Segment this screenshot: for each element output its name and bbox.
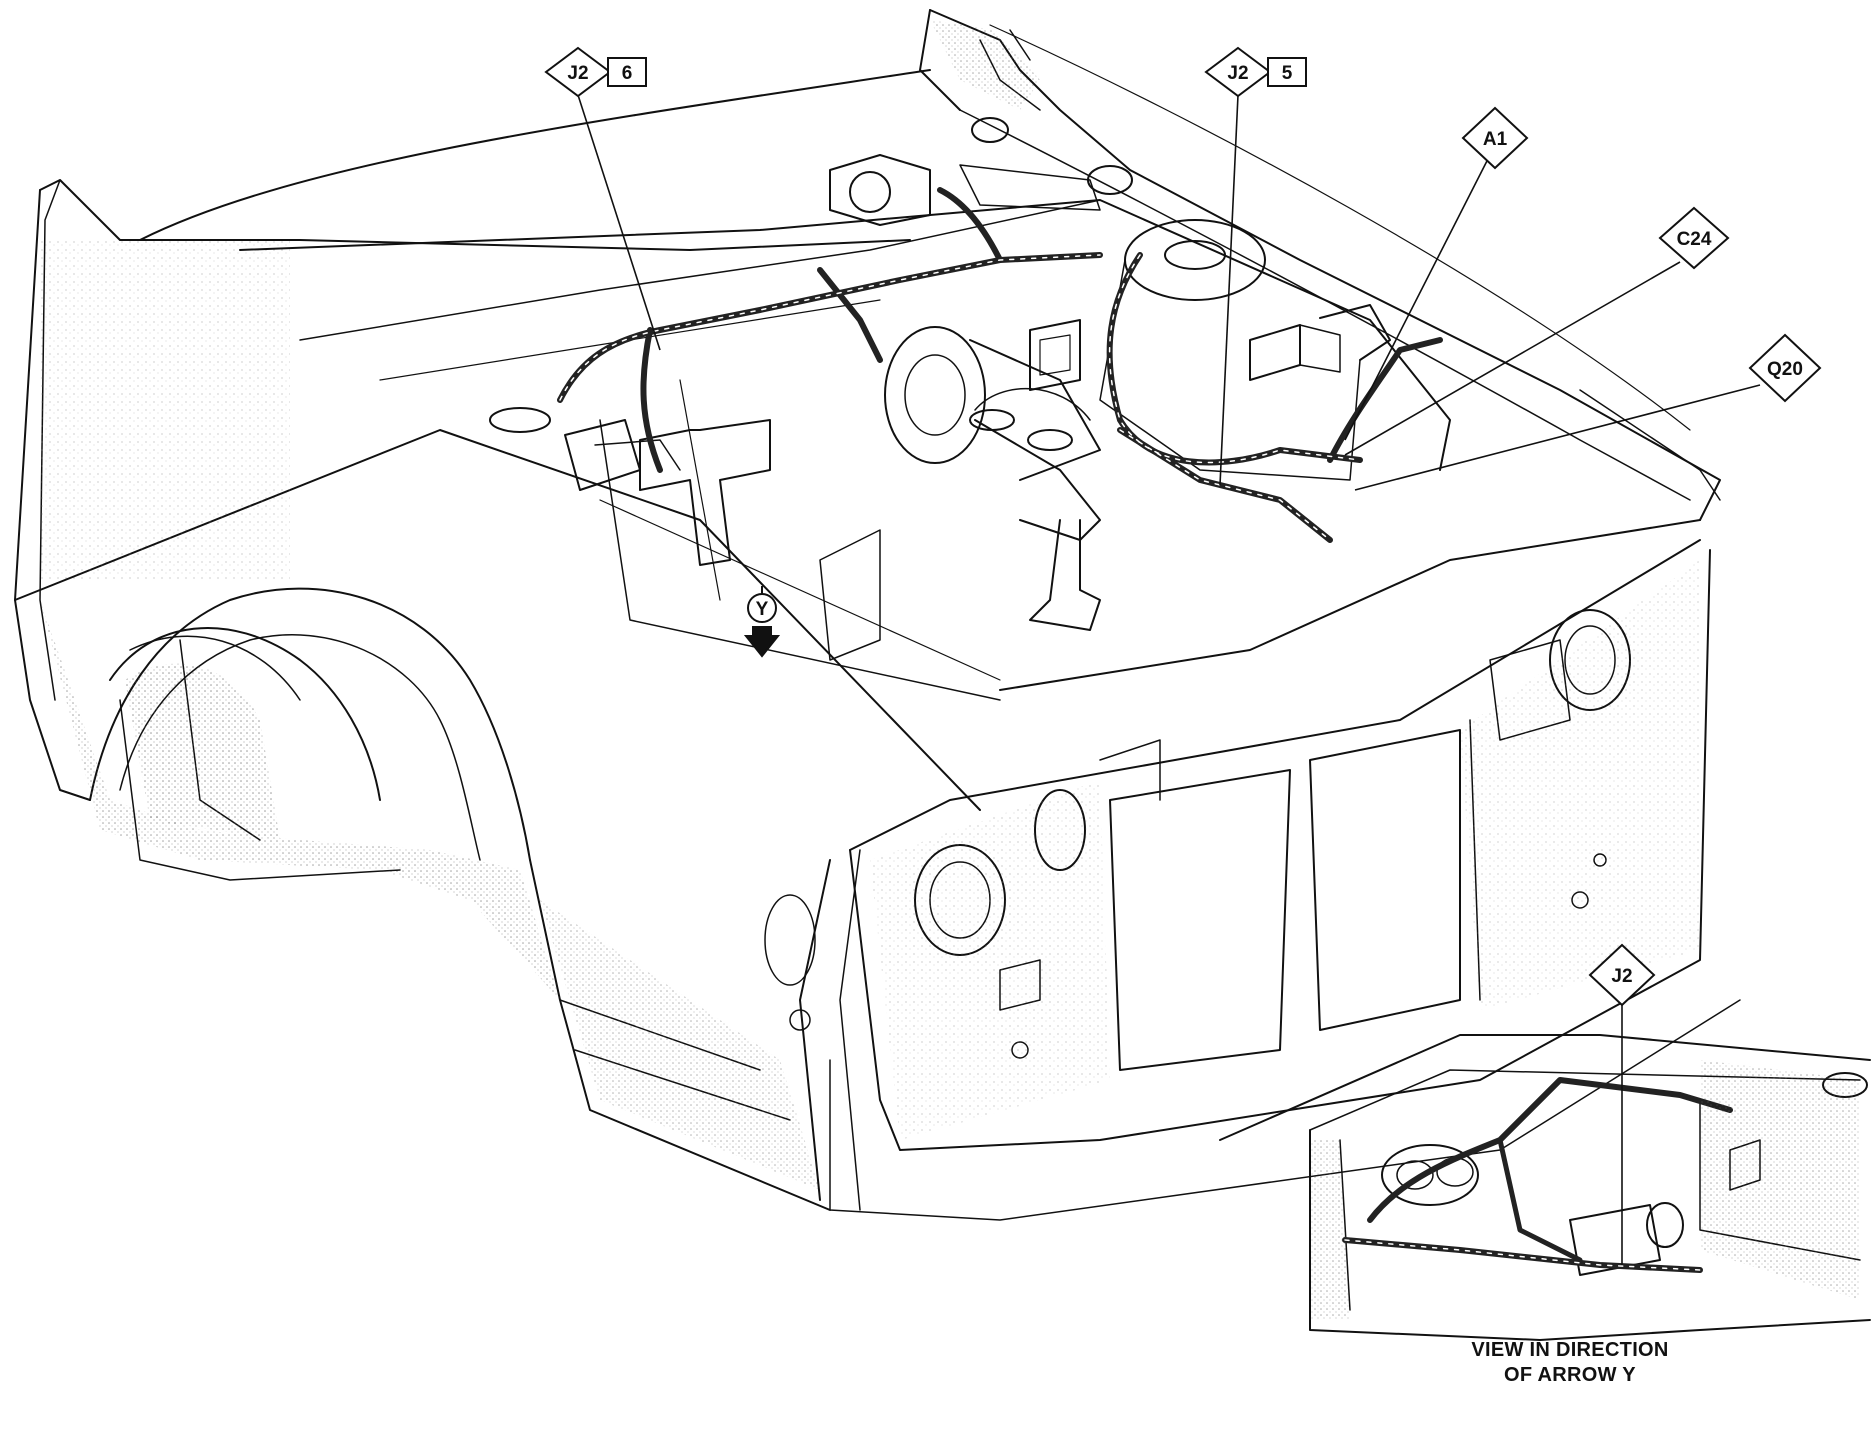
hood xyxy=(139,9,1721,521)
wiring-harness-tape xyxy=(559,254,1361,541)
callout-j2-6: J2 6 xyxy=(544,46,647,98)
firewall xyxy=(239,199,1701,701)
brake-booster xyxy=(884,326,1101,631)
inset-caption: VIEW IN DIRECTION OF ARROW Y xyxy=(1420,1338,1720,1388)
callout-code: J2 xyxy=(1227,63,1248,84)
callout-code: C24 xyxy=(1677,229,1712,250)
callout-q20: Q20 xyxy=(1748,333,1822,403)
wiring-harness xyxy=(557,187,1443,543)
callout-ref: 6 xyxy=(622,63,633,84)
leader-lines xyxy=(577,94,1761,1265)
callout-code: J2 xyxy=(1611,966,1632,987)
callout-a1: A1 xyxy=(1461,106,1529,170)
caption-line-1: VIEW IN DIRECTION xyxy=(1471,1339,1669,1361)
callout-ref: 5 xyxy=(1282,63,1293,84)
headlamp-bucket xyxy=(764,849,861,1211)
wiper-motor xyxy=(829,117,1133,226)
caption-line-2: OF ARROW Y xyxy=(1504,1364,1636,1386)
arrow-letter: Y xyxy=(756,599,769,620)
relay-block xyxy=(1029,304,1391,391)
callout-code: J2 xyxy=(567,63,588,84)
callout-code: A1 xyxy=(1483,129,1508,150)
callout-c24: C24 xyxy=(1658,206,1730,270)
left-fender xyxy=(14,179,981,1211)
front-panel xyxy=(829,539,1741,1221)
inset-view xyxy=(1219,1034,1871,1341)
callout-j2-inset: J2 xyxy=(1588,943,1656,1007)
washer-reservoir xyxy=(489,407,681,491)
wheel-well xyxy=(109,626,401,881)
callout-j2-5: J2 5 xyxy=(1204,46,1307,98)
callout-code: Q20 xyxy=(1767,359,1803,380)
view-arrow-y: Y xyxy=(743,586,781,658)
